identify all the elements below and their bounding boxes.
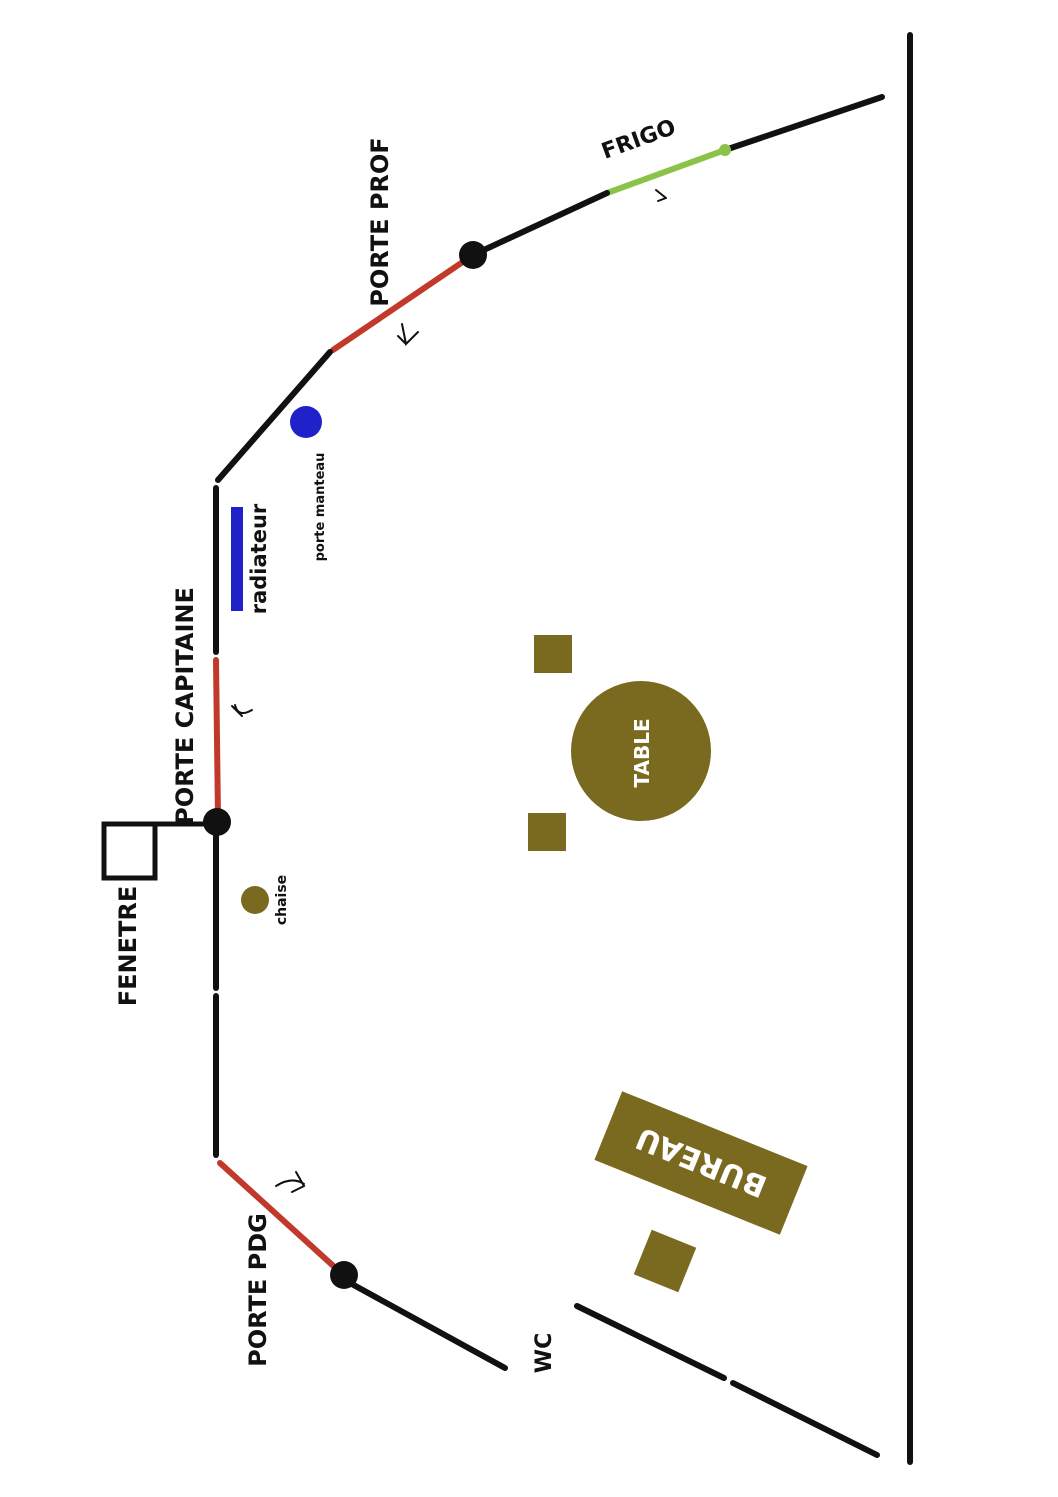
porte-prof-label: PORTE PROF: [366, 137, 394, 306]
porte-pdg-door: [217, 1160, 343, 1275]
frigo-label: FRIGO: [598, 115, 679, 165]
wc-wall-upper: [574, 1303, 727, 1381]
table-chair-bottom: [528, 813, 566, 851]
chaise-icon: [241, 886, 269, 914]
wall-diagonal-left-top: [215, 349, 333, 483]
table-label: TABLE: [630, 718, 654, 787]
porte-prof-arrow-icon: [397, 323, 419, 347]
wc-label: WC: [532, 1333, 557, 1373]
radiateur-icon: [231, 507, 243, 611]
frigo-segment: [604, 147, 728, 196]
radiateur-label: radiateur: [247, 503, 271, 614]
frigo-arrow-icon: [655, 189, 667, 202]
porte-manteau-label: porte manteau: [313, 453, 328, 562]
bureau-shape: [594, 1091, 808, 1235]
frigo-hinge: [719, 144, 731, 156]
porte-manteau-icon: [290, 406, 322, 438]
wall-top: [722, 94, 885, 153]
fenetre-label: FENETRE: [114, 886, 142, 1007]
fenetre-frame-icon: [101, 821, 210, 881]
porte-prof-door: [330, 252, 476, 353]
porte-capitaine-arrow-icon: [231, 704, 253, 717]
porte-capitaine-door: [213, 657, 221, 821]
chaise-label: chaise: [274, 875, 290, 925]
table-chair-top: [534, 635, 572, 673]
wall-bottom-left: [347, 1280, 508, 1371]
porte-pdg-label: PORTE PDG: [244, 1213, 272, 1367]
porte-capitaine-label: PORTE CAPITAINE: [171, 587, 199, 825]
bureau-chair: [633, 1229, 697, 1293]
porte-pdg-arrow-icon: [275, 1171, 306, 1193]
porte-prof-hinge: [459, 241, 487, 269]
wall-frigo-prof: [470, 190, 610, 258]
table-shape: [571, 681, 711, 821]
wc-wall-lower: [730, 1380, 880, 1458]
porte-capitaine-hinge: [203, 808, 231, 836]
